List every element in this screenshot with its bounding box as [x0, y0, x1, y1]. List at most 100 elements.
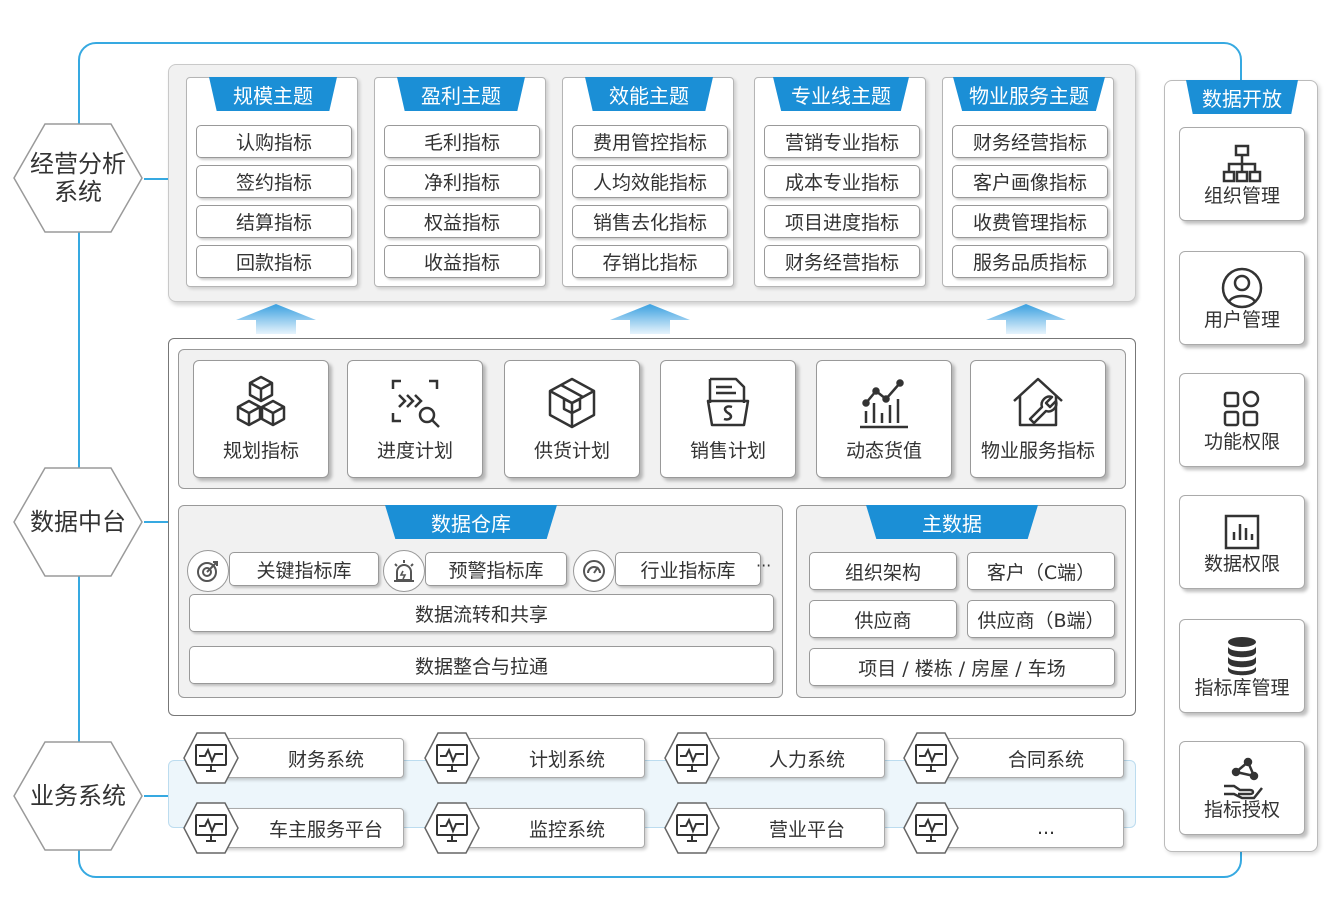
open-item-data[interactable]: 数据权限 — [1179, 495, 1305, 589]
alarm-icon — [383, 550, 425, 592]
open-item-label: 用户管理 — [1203, 309, 1280, 331]
system-item[interactable]: 车主服务平台 — [208, 808, 404, 848]
box-icon — [548, 377, 596, 429]
master-title: 主数据 — [866, 505, 1038, 539]
connector — [144, 795, 168, 797]
topic-item[interactable]: 成本专业指标 — [764, 165, 920, 198]
capability-row: 规划指标 进度计划 供货计划 销售计划 动态货值 物业服务指标 — [178, 349, 1126, 489]
hand-network-icon — [1224, 757, 1263, 800]
card-sales-plan[interactable]: 销售计划 — [660, 360, 796, 478]
card-progress-plan[interactable]: 进度计划 — [347, 360, 483, 478]
topic-card: 物业服务主题 财务经营指标 客户画像指标 收费管理指标 服务品质指标 — [942, 77, 1114, 287]
user-icon — [1221, 267, 1263, 309]
data-integration[interactable]: 数据整合与拉通 — [189, 646, 774, 684]
gauge-icon — [573, 550, 615, 592]
system-item[interactable]: 财务系统 — [208, 738, 404, 778]
house-wrench-icon — [1013, 377, 1063, 427]
card-label: 物业服务指标 — [980, 440, 1095, 462]
card-dynamic-value[interactable]: 动态货值 — [816, 360, 952, 478]
topic-item[interactable]: 人均效能指标 — [572, 165, 728, 198]
topic-item[interactable]: 费用管控指标 — [572, 125, 728, 158]
target-icon — [187, 550, 229, 592]
open-item-index-lib[interactable]: 指标库管理 — [1179, 619, 1305, 713]
up-arrow-icon — [986, 304, 1066, 334]
monitor-icon — [664, 802, 720, 854]
layer-label-middle: 数据中台 — [12, 466, 144, 578]
topic-title: 盈利主题 — [397, 77, 525, 111]
open-item-function[interactable]: 功能权限 — [1179, 373, 1305, 467]
master-item[interactable]: 组织架构 — [809, 552, 957, 590]
open-item-user[interactable]: 用户管理 — [1179, 251, 1305, 345]
master-item[interactable]: 客户（C端） — [967, 552, 1115, 590]
key-index-library[interactable]: 关键指标库 — [229, 552, 379, 586]
monitor-icon — [424, 732, 480, 784]
master-item[interactable]: 供应商（B端） — [967, 600, 1115, 638]
topic-item[interactable]: 结算指标 — [196, 205, 352, 238]
topic-item[interactable]: 回款指标 — [196, 245, 352, 278]
topic-card: 规模主题 认购指标 签约指标 结算指标 回款指标 — [186, 77, 358, 287]
topic-item[interactable]: 营销专业指标 — [764, 125, 920, 158]
open-item-org[interactable]: 组织管理 — [1179, 127, 1305, 221]
layer-label-business: 业务系统 — [12, 740, 144, 852]
data-open-panel: 数据开放 组织管理 用户管理 功能权限 数据权限 指标库管理 指标授权 — [1164, 80, 1318, 852]
card-label: 供货计划 — [533, 440, 610, 462]
card-property-service-index[interactable]: 物业服务指标 — [970, 360, 1106, 478]
topic-item[interactable]: 收费管理指标 — [952, 205, 1108, 238]
topic-item[interactable]: 客户画像指标 — [952, 165, 1108, 198]
layer-middle-text: 数据中台 — [30, 508, 126, 536]
more-indicator: ··· — [756, 556, 772, 575]
topic-item[interactable]: 权益指标 — [384, 205, 540, 238]
monitor-icon — [903, 802, 959, 854]
data-platform-panel: 规划指标 进度计划 供货计划 销售计划 动态货值 物业服务指标 数据仓库 — [168, 338, 1136, 716]
topic-title: 物业服务主题 — [953, 77, 1105, 111]
topic-item[interactable]: 存销比指标 — [572, 245, 728, 278]
topic-item[interactable]: 认购指标 — [196, 125, 352, 158]
system-item[interactable]: ... — [928, 808, 1124, 848]
topic-title: 规模主题 — [209, 77, 337, 111]
industry-index-library[interactable]: 行业指标库 — [615, 552, 761, 586]
card-planning-index[interactable]: 规划指标 — [193, 360, 329, 478]
data-flow-share[interactable]: 数据流转和共享 — [189, 594, 774, 632]
layer-analysis-text: 经营分析系统 — [30, 150, 126, 206]
master-item[interactable]: 供应商 — [809, 600, 957, 638]
warning-index-library[interactable]: 预警指标库 — [425, 552, 567, 586]
connector — [144, 521, 168, 523]
scan-search-icon — [391, 379, 440, 428]
system-item[interactable]: 营业平台 — [689, 808, 885, 848]
analysis-panel: 规模主题 认购指标 签约指标 结算指标 回款指标 盈利主题 毛利指标 净利指标 … — [168, 64, 1136, 302]
open-item-authorize[interactable]: 指标授权 — [1179, 741, 1305, 835]
system-item[interactable]: 人力系统 — [689, 738, 885, 778]
topic-item[interactable]: 服务品质指标 — [952, 245, 1108, 278]
card-supply-plan[interactable]: 供货计划 — [504, 360, 640, 478]
system-item[interactable]: 计划系统 — [449, 738, 645, 778]
topic-item[interactable]: 财务经营指标 — [764, 245, 920, 278]
open-item-label: 功能权限 — [1203, 431, 1280, 453]
topic-item[interactable]: 毛利指标 — [384, 125, 540, 158]
topic-item[interactable]: 净利指标 — [384, 165, 540, 198]
open-item-label: 指标授权 — [1203, 799, 1280, 821]
layer-label-analysis: 经营分析系统 — [12, 122, 144, 234]
open-title: 数据开放 — [1186, 80, 1298, 114]
monitor-icon — [183, 732, 239, 784]
topic-card: 专业线主题 营销专业指标 成本专业指标 项目进度指标 财务经营指标 — [754, 77, 926, 287]
open-item-label: 指标库管理 — [1194, 677, 1290, 699]
monitor-icon — [903, 732, 959, 784]
warehouse-title: 数据仓库 — [385, 505, 557, 539]
topic-item[interactable]: 收益指标 — [384, 245, 540, 278]
topic-item[interactable]: 销售去化指标 — [572, 205, 728, 238]
topic-item[interactable]: 财务经营指标 — [952, 125, 1108, 158]
monitor-icon — [664, 732, 720, 784]
card-label: 动态货值 — [845, 440, 922, 462]
master-item-wide[interactable]: 项目 / 楼栋 / 房屋 / 车场 — [809, 648, 1115, 686]
system-item[interactable]: 合同系统 — [928, 738, 1124, 778]
topic-item[interactable]: 项目进度指标 — [764, 205, 920, 238]
card-label: 进度计划 — [376, 440, 453, 462]
topic-item[interactable]: 签约指标 — [196, 165, 352, 198]
topic-title: 专业线主题 — [773, 77, 909, 111]
topic-title: 效能主题 — [585, 77, 713, 111]
apps-grid-icon — [1223, 390, 1260, 427]
open-item-label: 数据权限 — [1203, 553, 1280, 575]
cubes-icon — [236, 375, 286, 427]
card-label: 规划指标 — [222, 440, 299, 462]
org-chart-icon — [1222, 144, 1262, 183]
